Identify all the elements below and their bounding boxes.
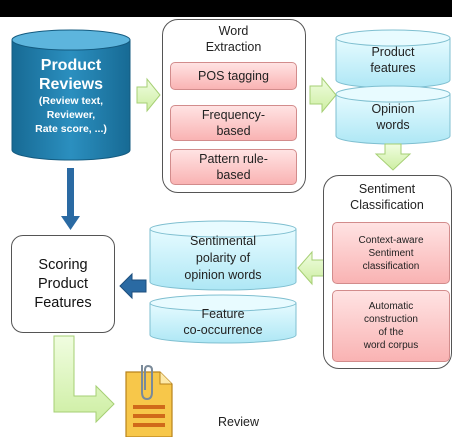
product-features-cylinder	[335, 29, 451, 89]
feature-cooccurrence-label: Feature co-occurrence	[150, 304, 296, 340]
sentimental-polarity-cylinder	[149, 220, 297, 291]
pattern-rule-box: Pattern rule- based	[170, 149, 297, 185]
pattern-rule-line2: based	[216, 168, 251, 182]
opinion-words-label: Opinion words	[336, 97, 450, 137]
reviews-detail-line2: Reviewer,	[46, 109, 96, 121]
sentimental-polarity-line3: opinion words	[184, 267, 262, 282]
frequency-based-line1: Frequency-	[201, 108, 266, 122]
scoring-line3: Features	[34, 294, 92, 311]
product-features-line2: features	[370, 61, 416, 75]
reviews-detail-line3: Rate score, ...)	[35, 123, 107, 135]
feature-cooccurrence-line1: Feature	[201, 307, 245, 321]
frequency-based-box: Frequency- based	[170, 105, 297, 141]
arrow-scoring-to-output	[53, 335, 115, 424]
automatic-construction-line4: word corpus	[363, 340, 419, 351]
context-aware-box: Context-aware Sentiment classification	[332, 222, 450, 284]
reviews-title-line2: Reviews	[38, 76, 104, 93]
word-extraction-title: Word Extraction	[163, 23, 304, 55]
reviews-title-line1: Product	[40, 57, 102, 74]
word-extraction-panel: Word Extraction POS tagging Frequency- b…	[162, 19, 306, 193]
automatic-construction-line1: Automatic	[368, 301, 414, 312]
sentimental-polarity-label: Sentimental polarity of opinion words	[150, 231, 296, 285]
reviews-detail-line1: (Review text,	[38, 95, 104, 107]
sentiment-classification-panel: Sentiment Classification Context-aware S…	[323, 175, 452, 369]
automatic-construction-line2: construction	[364, 314, 418, 325]
opinion-words-cylinder	[335, 85, 451, 145]
word-extraction-title-line2: Extraction	[205, 40, 262, 54]
top-black-bar	[0, 0, 452, 17]
product-features-label: Product features	[336, 40, 450, 80]
sentimental-polarity-line1: Sentimental	[189, 233, 256, 248]
reviews-db-cylinder	[11, 29, 131, 161]
frequency-based-line2: based	[216, 124, 251, 138]
sentiment-classification-title-line2: Classification	[350, 198, 424, 212]
context-aware-line1: Context-aware	[358, 234, 424, 246]
arrow-reviews-to-extraction	[136, 77, 161, 113]
document-with-clip-icon	[125, 364, 173, 437]
arrow-words-to-classification	[374, 143, 412, 171]
feature-cooccurrence-cylinder	[149, 294, 297, 344]
feature-cooccurrence-line2: co-occurrence	[183, 323, 263, 337]
review-output-label: Review	[218, 415, 259, 429]
product-features-line1: Product	[371, 45, 415, 59]
context-aware-line3: classification	[362, 260, 420, 272]
sentiment-classification-title: Sentiment Classification	[324, 181, 450, 213]
opinion-words-line2: words	[376, 118, 410, 132]
opinion-words-line1: Opinion	[371, 102, 415, 116]
sentiment-classification-title-line1: Sentiment	[358, 182, 416, 196]
pos-tagging-box: POS tagging	[170, 62, 297, 90]
word-extraction-title-line1: Word	[218, 24, 249, 38]
scoring-line1: Scoring	[38, 256, 88, 273]
sentimental-polarity-line2: polarity of	[195, 250, 251, 265]
automatic-construction-box: Automatic construction of the word corpu…	[332, 290, 450, 362]
pattern-rule-line1: Pattern rule-	[199, 152, 268, 166]
arrow-reviews-to-scoring	[61, 168, 80, 230]
scoring-line2: Product	[38, 275, 88, 292]
scoring-product-features-box: Scoring Product Features	[11, 235, 115, 333]
arrow-classification-to-polarity	[297, 250, 325, 286]
context-aware-line2: Sentiment	[368, 247, 414, 259]
reviews-db-label: Product Reviews (Review text, Reviewer, …	[12, 46, 130, 146]
automatic-construction-line3: of the	[378, 327, 404, 338]
arrow-polarity-to-scoring	[119, 272, 147, 300]
pos-tagging-label: POS tagging	[198, 69, 269, 83]
arrow-extraction-to-words	[309, 76, 337, 114]
